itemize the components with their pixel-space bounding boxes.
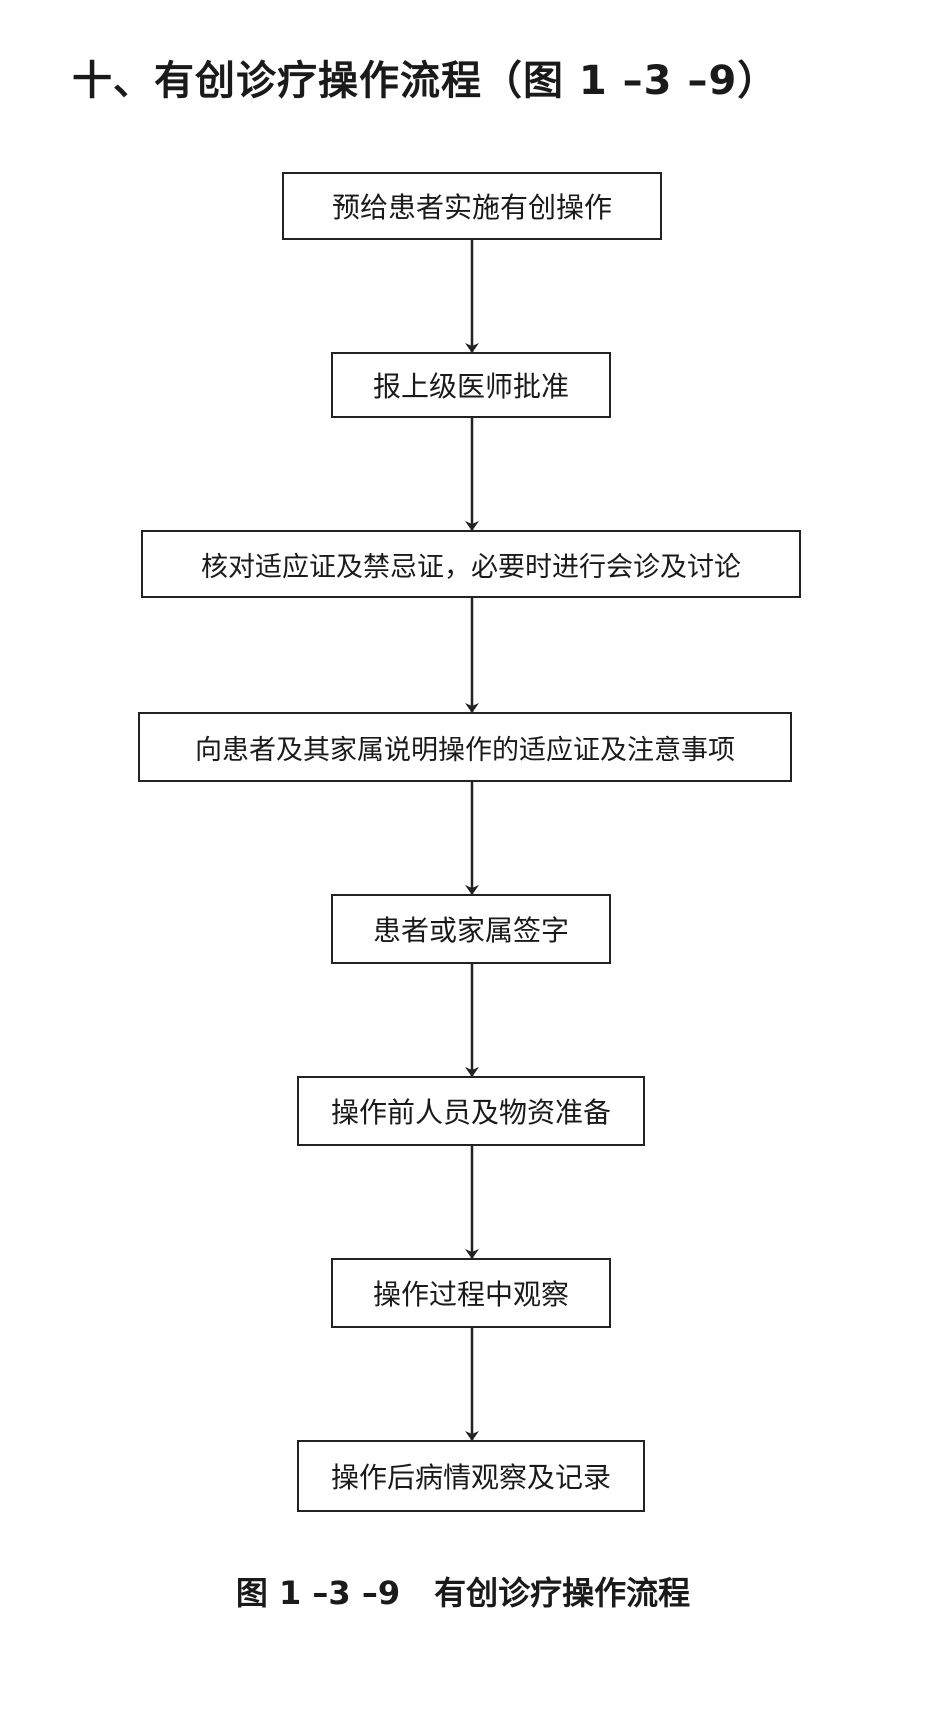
- flow-step-preparation: 操作前人员及物资准备: [297, 1076, 645, 1146]
- flow-step-superior-approval: 报上级医师批准: [331, 352, 611, 418]
- page-heading: 十、有创诊疗操作流程（图 1 –3 –9）: [72, 58, 779, 104]
- flow-step-consent-signature: 患者或家属签字: [331, 894, 611, 964]
- flow-step-intraoperative-observation: 操作过程中观察: [331, 1258, 611, 1328]
- flow-step-verify-indications: 核对适应证及禁忌证，必要时进行会诊及讨论: [141, 530, 801, 598]
- figure-caption: 图 1 –3 –9 有创诊疗操作流程: [0, 1568, 926, 1614]
- flow-step-explain-to-patient: 向患者及其家属说明操作的适应证及注意事项: [138, 712, 792, 782]
- figure-title: 有创诊疗操作流程: [434, 1574, 691, 1612]
- flow-step-plan-procedure: 预给患者实施有创操作: [282, 172, 662, 240]
- flow-step-postoperative-record: 操作后病情观察及记录: [297, 1440, 645, 1512]
- figure-number: 图 1 –3 –9: [235, 1574, 401, 1612]
